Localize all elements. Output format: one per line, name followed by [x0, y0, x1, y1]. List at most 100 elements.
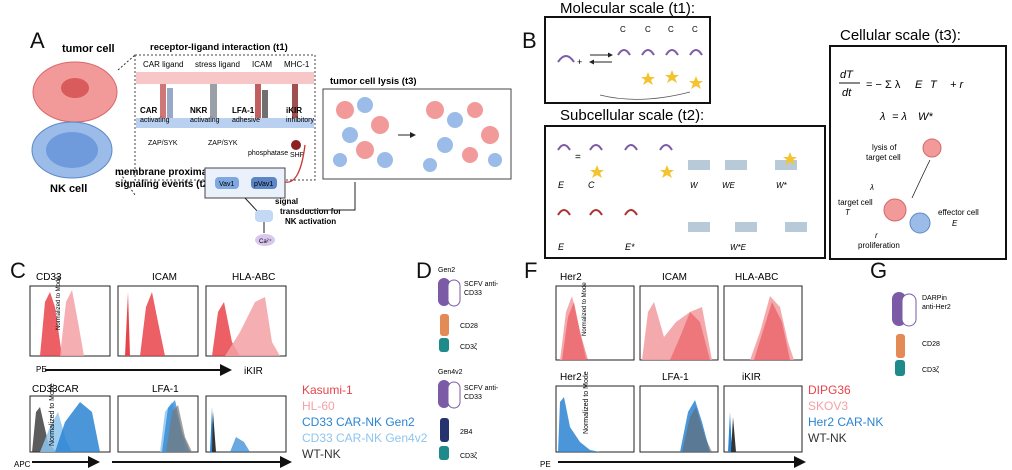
f-xaxis-bottom: PE [540, 460, 551, 469]
ligand-label-2: stress ligand [195, 60, 240, 69]
panel-f-letter: F [524, 258, 538, 283]
c-xaxis-bottom: APC [14, 460, 31, 469]
tumor-cell-label: tumor cell [62, 43, 115, 55]
sub-wstar-e2: W*E [730, 243, 747, 252]
f-ylabel-bottom: Normalized to Mode [583, 371, 590, 434]
d-scfv-4: CD33 [464, 394, 482, 401]
mp-title-1: membrane proximal [115, 167, 210, 178]
svg-text:=: = [575, 152, 581, 163]
d-cd28: CD28 [460, 323, 478, 330]
panel-a-diagram: tumor cell NK cell receptor-ligand inter… [31, 42, 512, 246]
sub-e1: E [558, 180, 565, 190]
eq2-tail: W* [918, 111, 933, 123]
vav1-icon [215, 177, 239, 189]
d-gen4: Gen4v2 [438, 369, 463, 376]
signal-node-icon [255, 210, 273, 222]
subcellular-box [544, 125, 826, 259]
d-cd3z: CD3ζ [460, 344, 477, 351]
molecular-box [544, 16, 711, 104]
g-darpin-2: anti-Her2 [922, 304, 951, 311]
zap-label-1: ZAP/SYK [148, 140, 178, 147]
tumor-nucleus-icon [61, 78, 89, 98]
panel-a-letter: A [30, 28, 45, 53]
f-bottom-title-1: Her2 [560, 372, 582, 383]
sub-wstar: W* [776, 181, 788, 190]
g-cd28: CD28 [922, 341, 940, 348]
sub-cn: C [588, 180, 595, 190]
g-cd3z-icon [895, 360, 905, 376]
d-vh-icon-2 [447, 381, 461, 409]
mol-c1: C [645, 25, 651, 34]
eq1-rest: E [915, 79, 923, 91]
zap-label-2: ZAP/SYK [208, 140, 238, 147]
eq1-plus: + r [950, 79, 964, 91]
f-legend-3: Her2 CAR-NK [808, 415, 884, 429]
vav1-label: Vav1 [219, 181, 235, 188]
nk-cell-label: NK cell [50, 183, 87, 195]
f-top-title-1: Her2 [560, 272, 582, 283]
molecular-title: Molecular scale (t1): [560, 0, 695, 17]
mol-cn: C [692, 25, 698, 34]
rl-title: receptor-ligand interaction (t1) [150, 42, 288, 53]
c-xaxis-top: PE [36, 365, 47, 374]
subcellular-title: Subcellular scale (t2): [560, 107, 704, 124]
panel-g-construct: DARPin anti-Her2 CD28 CD3ζ [892, 292, 951, 376]
panel-b-diagram: Molecular scale (t1): + C C C C Subcellu… [544, 0, 1007, 260]
panel-d-constructs: Gen2 SCFV anti- CD33 CD28 CD3ζ Gen4v2 SC… [438, 267, 499, 460]
c-bottom-title-2: LFA-1 [152, 384, 179, 395]
g-cd28-icon [896, 334, 905, 358]
lysis-title: tumor cell lysis (t3) [330, 76, 417, 87]
f-bottom-title-3: iKIR [742, 372, 761, 383]
nk-membrane [136, 118, 314, 128]
pvav1-icon [251, 177, 277, 189]
phosphatase-label: phosphatase [248, 150, 288, 157]
f-bottom-title-2: LFA-1 [662, 372, 689, 383]
c-ylabel-bottom: Normalized to Mode [49, 383, 56, 446]
c-top-title-1: CD33 [36, 272, 62, 283]
d-cd28-icon [440, 314, 449, 336]
sub-e2: E [558, 242, 565, 252]
shp-label: SHP [290, 152, 305, 159]
c-top-title-3: HLA-ABC [232, 272, 275, 283]
prolif-label-1: r [875, 231, 878, 240]
c-legend-4: CD33 CAR-NK Gen4v2 [302, 431, 428, 445]
d-vl-icon-2 [438, 380, 450, 408]
panel-d-letter: D [416, 258, 432, 283]
molecular-states: + C C C C [557, 25, 703, 100]
g-darpin-icon-2 [901, 293, 917, 327]
lysis-cells [333, 97, 502, 172]
eq1-tail: T [930, 79, 938, 91]
c-legend-1: Kasumi-1 [302, 383, 353, 397]
panel-c-histograms: CD33 ICAM HLA-ABC Normalized to Mode PE … [14, 272, 292, 469]
receptor-car-role: activating [140, 117, 170, 124]
d-scfv-3: SCFV anti- [464, 385, 499, 392]
receptor-car: CAR [140, 106, 158, 115]
d-scfv-2: CD33 [464, 290, 482, 297]
receptor-ikir-role: inhibitory [286, 117, 315, 124]
receptor-nkr: NKR [190, 106, 208, 115]
effector-label-1: effector cell [938, 208, 979, 217]
d-cd3z-2: CD3ζ [460, 453, 477, 460]
signal-label-2: transduction for [280, 207, 341, 216]
g-cd3z: CD3ζ [922, 367, 939, 374]
d-vl-icon [438, 278, 450, 306]
ligand-label-1: CAR ligand [143, 60, 183, 69]
prolif-label-2: proliferation [858, 241, 900, 250]
panel-g-letter: G [870, 258, 888, 283]
sub-e2star: E* [625, 242, 635, 252]
g-darpin-1: DARPin [922, 295, 947, 302]
panel-b-letter: B [522, 28, 537, 53]
pvav1-label: pVav1 [254, 181, 273, 188]
receptor-nkr-role: activating [190, 117, 220, 124]
d-2b4-icon [440, 418, 449, 442]
d-2b4: 2B4 [460, 429, 473, 436]
mol-c0: C [620, 25, 626, 34]
receptor-glyphs [160, 84, 298, 118]
target-label-1: target cell [838, 198, 873, 207]
mol-c2: C [668, 25, 674, 34]
f-legend-2: SKOV3 [808, 399, 849, 413]
eq2-lhs: λ [879, 111, 885, 123]
signal-label-1: signal [275, 197, 298, 206]
lysis-label-1: lysis of [872, 143, 897, 152]
sub-we1: WE [722, 181, 736, 190]
